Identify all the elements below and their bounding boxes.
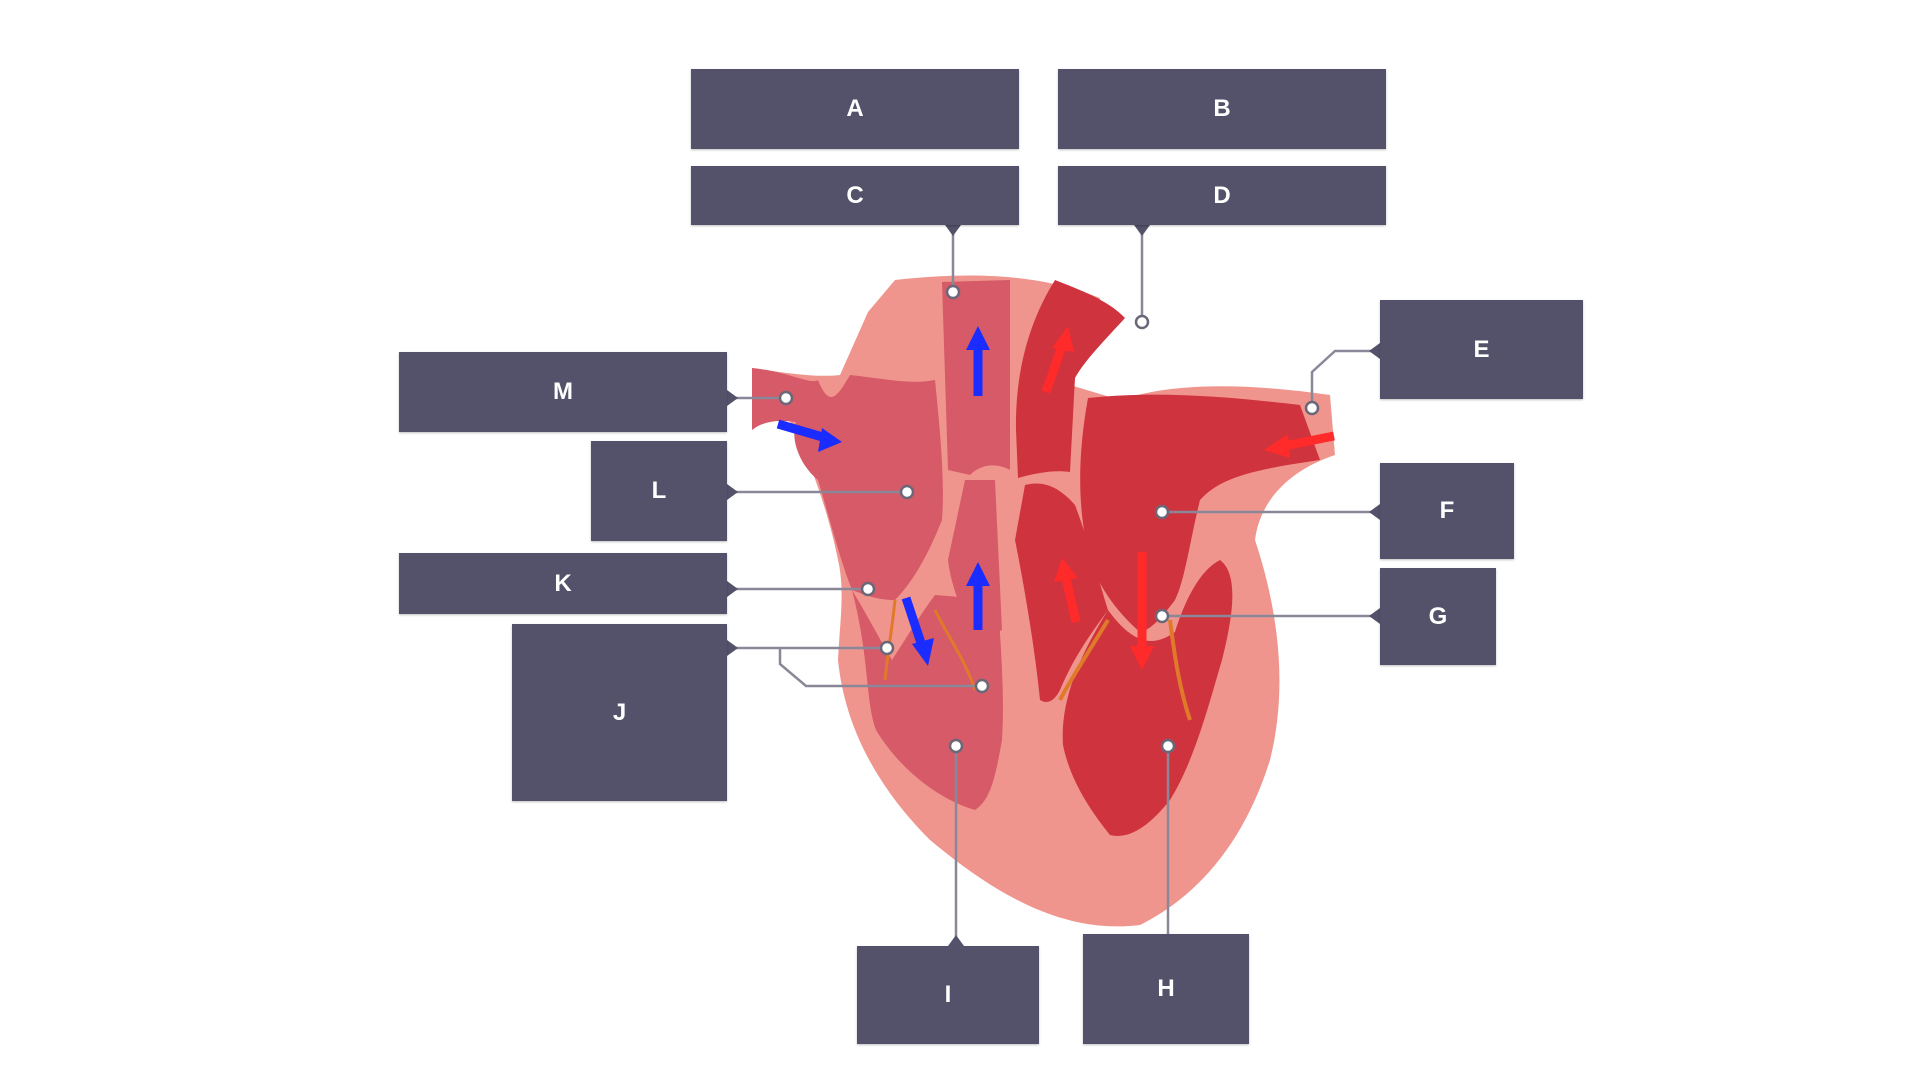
- right-septum-passage: [948, 480, 1002, 640]
- label-box-m[interactable]: M: [399, 352, 727, 432]
- label-text-m: M: [553, 378, 573, 405]
- right-ventricle: [852, 590, 1003, 810]
- label-text-e: E: [1473, 335, 1490, 363]
- endpoint-m: [778, 390, 794, 406]
- label-text-g: G: [1428, 602, 1448, 630]
- leader-line-e: [1310, 349, 1380, 408]
- tricuspid-cord-right: [933, 609, 977, 691]
- endpoint-k: [860, 581, 876, 597]
- label-text-c: C: [846, 181, 864, 209]
- pointer-m: [727, 390, 738, 406]
- label-box-k[interactable]: K: [399, 553, 727, 614]
- pointer-g: [1369, 608, 1380, 624]
- label-box-h[interactable]: H: [1083, 934, 1249, 1044]
- leader-endpoints: [778, 284, 1320, 754]
- label-text-f: F: [1439, 497, 1455, 524]
- pointer-k: [727, 581, 738, 597]
- label-box-e[interactable]: E: [1380, 300, 1583, 399]
- pointer-d: [1134, 225, 1150, 236]
- pointer-l: [727, 484, 738, 500]
- endpoint-i: [948, 738, 964, 754]
- endpoint-g: [1154, 608, 1170, 624]
- arrow-red-into-left-atrium: [1264, 431, 1335, 458]
- leader-line-j-lower: [778, 648, 982, 688]
- aorta: [1015, 280, 1125, 478]
- endpoint-l: [899, 484, 915, 500]
- label-text-d: D: [1213, 181, 1231, 209]
- endpoint-j-upper: [879, 640, 895, 656]
- label-text-j: J: [612, 698, 627, 726]
- label-box-j[interactable]: J: [512, 624, 727, 801]
- mitral-cord-left: [1058, 618, 1110, 701]
- arrow-blue-up-septum: [966, 562, 990, 630]
- pointer-i: [948, 935, 964, 946]
- endpoint-d: [1134, 314, 1150, 330]
- blood-flow-arrows: [776, 326, 1335, 670]
- arrow-blue-up-pulmonary: [966, 326, 990, 396]
- endpoint-j-lower: [974, 678, 990, 694]
- pointer-c: [945, 225, 961, 236]
- label-text-k: K: [554, 569, 572, 597]
- label-text-l: L: [651, 477, 667, 504]
- label-box-g[interactable]: G: [1380, 568, 1496, 665]
- arrow-blue-into-right-atrium: [776, 419, 842, 452]
- pointer-e: [1369, 343, 1380, 359]
- endpoint-e: [1304, 400, 1320, 416]
- label-box-d[interactable]: D: [1058, 166, 1386, 225]
- endpoint-h: [1160, 738, 1176, 754]
- tricuspid-cord-left: [883, 599, 897, 681]
- pointer-f: [1369, 504, 1380, 520]
- label-box-c[interactable]: C: [691, 166, 1019, 225]
- arrow-red-up-aorta: [1041, 326, 1074, 394]
- label-box-f[interactable]: F: [1380, 463, 1514, 559]
- pointer-j: [727, 640, 738, 656]
- label-box-a[interactable]: A: [691, 69, 1019, 149]
- left-ventricle: [1062, 560, 1233, 836]
- label-text-h: H: [1157, 975, 1175, 1002]
- mitral-cord-right: [1168, 619, 1192, 721]
- label-text-a: A: [846, 95, 864, 122]
- label-text-b: B: [1213, 95, 1231, 122]
- label-pointers: [727, 225, 1380, 946]
- label-box-l[interactable]: L: [591, 441, 727, 541]
- endpoint-c: [945, 284, 961, 300]
- label-box-b[interactable]: B: [1058, 69, 1386, 149]
- arrow-blue-down-right-ventricle: [901, 596, 934, 666]
- label-text-i: I: [944, 981, 952, 1008]
- endpoint-f: [1154, 504, 1170, 520]
- arrow-red-up-left-ventricle: [1054, 558, 1081, 623]
- left-septal-region: [1015, 483, 1108, 702]
- label-box-i[interactable]: I: [857, 946, 1039, 1044]
- arrow-red-down-left-ventricle: [1130, 552, 1154, 670]
